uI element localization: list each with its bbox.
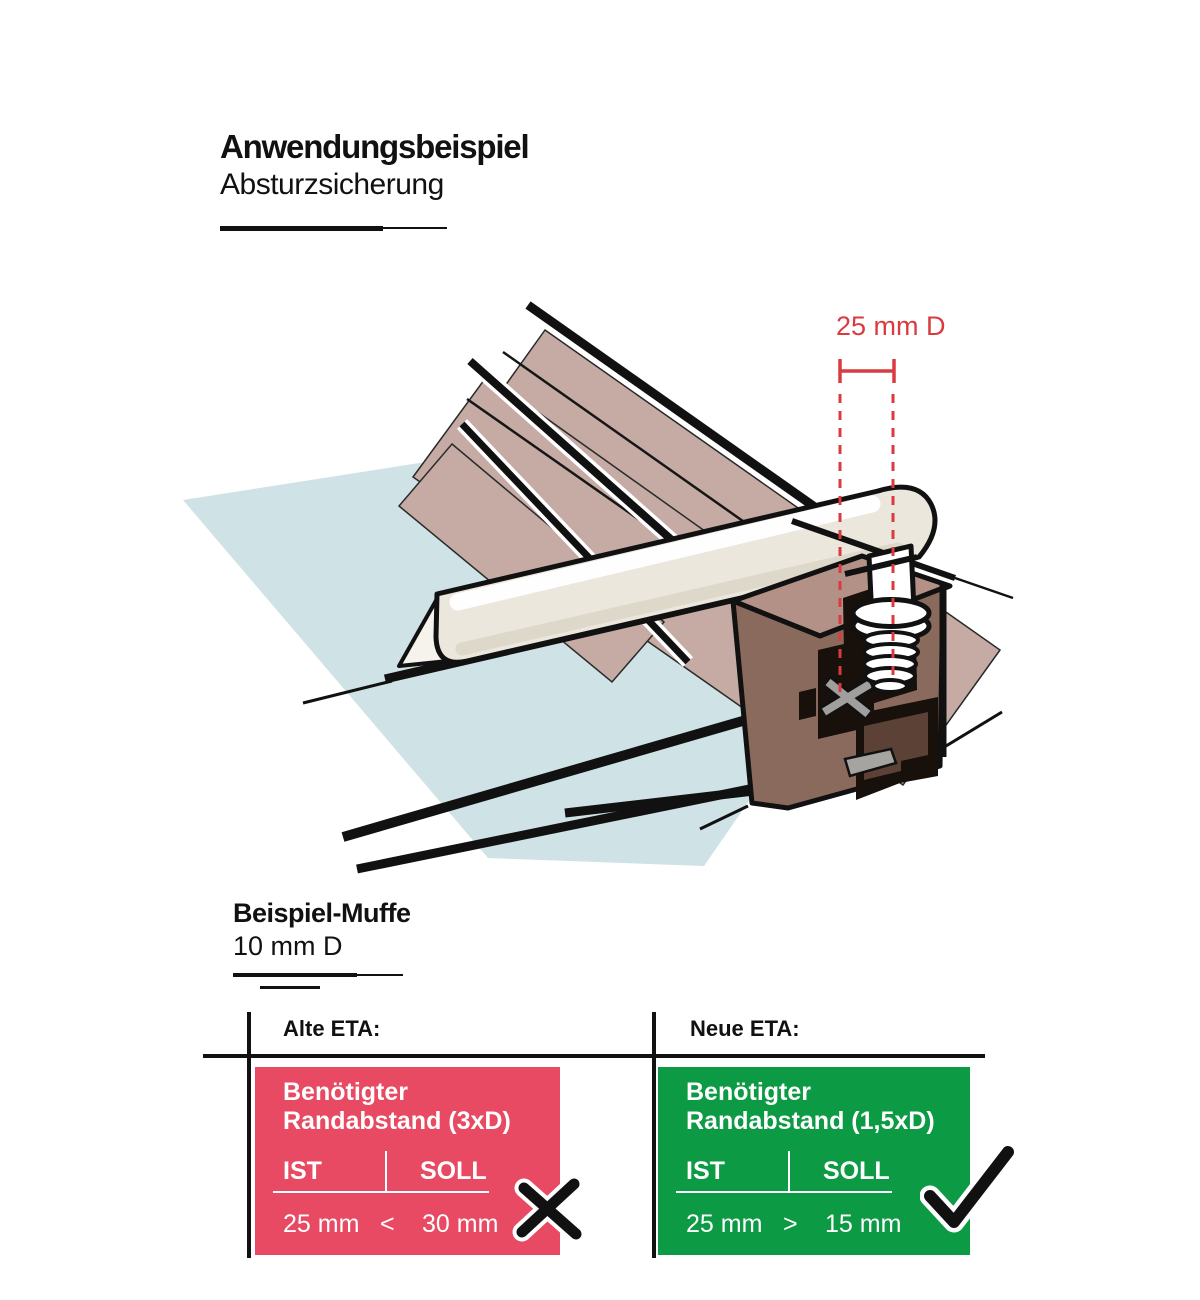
anchor-clamp xyxy=(825,678,871,718)
tube-shade xyxy=(455,542,905,656)
anchor-clamp xyxy=(843,747,898,778)
example-underline-thin xyxy=(352,974,403,976)
soll-value: 15 mm xyxy=(825,1210,902,1238)
ist-column-header: IST xyxy=(686,1157,725,1185)
comparison-top-line xyxy=(203,1054,985,1058)
example-underline-short xyxy=(260,986,320,989)
profile-cavity xyxy=(799,688,816,720)
ist-column-header: IST xyxy=(283,1157,322,1185)
requirement-text: Benötigter Randabstand (3xD) xyxy=(283,1078,511,1135)
panel-edge-line xyxy=(459,421,691,665)
soll-column-header: SOLL xyxy=(823,1157,890,1185)
requirement-text: Benötigter Randabstand (1,5xD) xyxy=(686,1078,935,1135)
column-divider xyxy=(788,1151,790,1193)
comparison-left-line-old xyxy=(247,1012,251,1258)
title-underline xyxy=(220,226,383,231)
column-divider xyxy=(385,1151,387,1193)
ist-value: 25 mm xyxy=(686,1210,763,1238)
technical-illustration xyxy=(183,301,1014,874)
check-icon xyxy=(920,1141,1019,1233)
ist-value: 25 mm xyxy=(283,1210,360,1238)
new-eta-box: Benötigter Randabstand (1,5xD) IST SOLL … xyxy=(658,1067,970,1255)
relation-symbol: < xyxy=(380,1210,395,1238)
page-title: Anwendungsbeispiel xyxy=(220,128,530,165)
screw-tip xyxy=(871,678,909,694)
old-eta-label: Alte ETA: xyxy=(283,1016,381,1041)
screw-flange xyxy=(850,597,932,629)
tube-body xyxy=(433,484,938,665)
dimension-annotation xyxy=(838,359,896,700)
column-underline xyxy=(676,1191,892,1193)
title-underline-thin xyxy=(380,227,447,229)
handrail-tube xyxy=(397,484,938,668)
comparison-left-line-new xyxy=(652,1012,656,1258)
screw-anchor xyxy=(844,543,932,694)
page-subtitle: Absturzsicherung xyxy=(220,168,444,201)
example-underline xyxy=(233,973,357,977)
soll-value: 30 mm xyxy=(422,1210,499,1238)
dimension-label: 25 mm D xyxy=(836,311,946,341)
soll-column-header: SOLL xyxy=(420,1157,487,1185)
tube-highlight xyxy=(449,495,881,611)
cross-icon xyxy=(512,1174,586,1244)
new-eta-label: Neue ETA: xyxy=(690,1016,800,1041)
example-title: Beispiel-Muffe xyxy=(233,898,411,928)
old-eta-box: Benötigter Randabstand (3xD) IST SOLL 25… xyxy=(255,1067,560,1255)
example-subtitle: 10 mm D xyxy=(233,931,343,961)
column-underline xyxy=(273,1191,489,1193)
relation-symbol: > xyxy=(783,1210,798,1238)
